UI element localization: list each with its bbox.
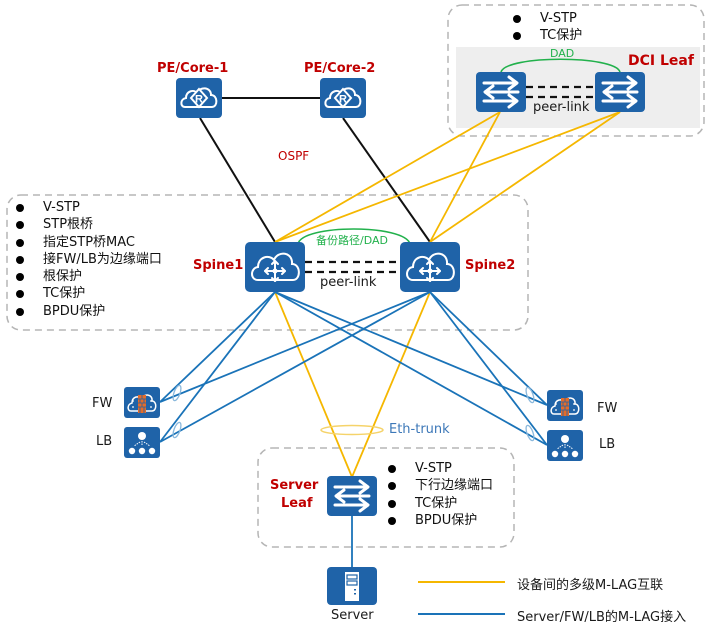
- spine-feature-list: V-STP STP根桥 指定STP桥MAC 接FW/LB为边缘端口 根保护 TC…: [13, 199, 162, 320]
- eth-trunk-ellipse: [320, 424, 384, 436]
- mlag-link-spine2-dci1: [429, 111, 501, 243]
- server-leaf-feature-item: BPDU保护: [385, 512, 493, 529]
- server-leaf-feature-item: V-STP: [385, 460, 493, 477]
- fw-left-firewall-icon[interactable]: [123, 386, 161, 419]
- spine-dad-label: 备份路径/DAD: [316, 234, 388, 247]
- pe-core-1-label: PE/Core-1: [157, 61, 229, 76]
- server-leaf-feature-item: TC保护: [385, 495, 493, 512]
- spine1-label: Spine1: [193, 258, 244, 273]
- mlag-link-spine1-serverleaf: [274, 291, 353, 478]
- spine2-label: Spine2: [465, 258, 516, 273]
- access-link-spine1-lbl: [159, 291, 276, 443]
- legend-access-label: Server/FW/LB的M-LAG接入: [517, 610, 687, 625]
- dci-leaf-1-switch-icon[interactable]: [474, 70, 528, 114]
- dci-dad-link: [500, 58, 621, 73]
- lag-ellipse-lb-right: [525, 424, 535, 442]
- lb-right-load-balancer-icon[interactable]: [546, 429, 584, 462]
- pe-core-1-router-icon[interactable]: [175, 77, 223, 119]
- ospf-label: OSPF: [278, 149, 310, 163]
- mlag-link-spine2-serverleaf: [351, 291, 431, 478]
- mlag-link-spine1-dci2: [274, 111, 621, 243]
- lb-left-label: LB: [96, 434, 113, 449]
- spine2-cloud-switch-icon[interactable]: [399, 241, 461, 293]
- mlag-link-spine2-dci2: [429, 111, 621, 243]
- spine-feature-item: 接FW/LB为边缘端口: [13, 251, 162, 268]
- dci-feature-list: V-STP TC保护: [510, 10, 582, 45]
- fw-right-firewall-icon[interactable]: [546, 389, 584, 422]
- spine-peer-link-label: peer-link: [320, 275, 377, 290]
- server-leaf-feature-item: 下行边缘端口: [385, 477, 493, 494]
- access-link-spine1-fwl: [159, 291, 276, 403]
- spine-feature-item: TC保护: [13, 285, 162, 302]
- server-leaf-feature-list: V-STP 下行边缘端口 TC保护 BPDU保护: [385, 460, 493, 529]
- access-link-spine2-fwl: [159, 291, 431, 403]
- dci-group-box: [447, 4, 705, 137]
- pe-core-2-router-icon[interactable]: [319, 77, 367, 119]
- server-leaf-group-box: [257, 447, 515, 548]
- pe-core-2-label: PE/Core-2: [304, 61, 376, 76]
- dci-dad-label: DAD: [550, 47, 575, 60]
- lb-right-label: LB: [599, 437, 616, 452]
- link-pe2-spine2: [342, 117, 431, 243]
- spine-feature-item: STP根桥: [13, 216, 162, 233]
- spine-group-box: [6, 194, 529, 331]
- lag-ellipse-lb-left: [172, 421, 182, 439]
- lag-ellipse-fw-left: [172, 384, 182, 402]
- spine-feature-item: BPDU保护: [13, 303, 162, 320]
- link-pe1-spine1: [199, 117, 276, 243]
- server-label: Server: [331, 608, 374, 623]
- mlag-link-spine1-dci1: [274, 111, 501, 243]
- lag-ellipse-fw-right: [525, 386, 535, 404]
- fw-right-label: FW: [597, 401, 618, 416]
- access-link-spine2-lbl: [159, 291, 431, 443]
- dci-feature-item: V-STP: [510, 10, 582, 27]
- server-leaf-label-line2: Leaf: [281, 496, 313, 511]
- access-link-spine2-lbr: [429, 291, 548, 446]
- spine-feature-item: 指定STP桥MAC: [13, 234, 162, 251]
- spine-feature-item: 根保护: [13, 268, 162, 285]
- lb-left-load-balancer-icon[interactable]: [123, 426, 161, 459]
- server-icon[interactable]: [326, 566, 378, 606]
- access-link-spine1-lbr: [274, 291, 548, 446]
- dci-leaf-label: DCI Leaf: [628, 53, 694, 69]
- access-link-spine2-fwr: [429, 291, 548, 406]
- legend-mlag-label: 设备间的多级M-LAG互联: [517, 578, 664, 593]
- server-leaf-label-line1: Server: [270, 478, 319, 493]
- spine-dad-link: [297, 228, 411, 245]
- spine1-cloud-switch-icon[interactable]: [244, 241, 306, 293]
- spine-feature-item: V-STP: [13, 199, 162, 216]
- server-leaf-switch-icon[interactable]: [325, 474, 379, 518]
- dci-leaf-2-switch-icon[interactable]: [593, 70, 647, 114]
- eth-trunk-label: Eth-trunk: [389, 422, 450, 437]
- dci-feature-item: TC保护: [510, 27, 582, 44]
- fw-left-label: FW: [92, 396, 113, 411]
- dci-peer-link-label: peer-link: [533, 100, 590, 115]
